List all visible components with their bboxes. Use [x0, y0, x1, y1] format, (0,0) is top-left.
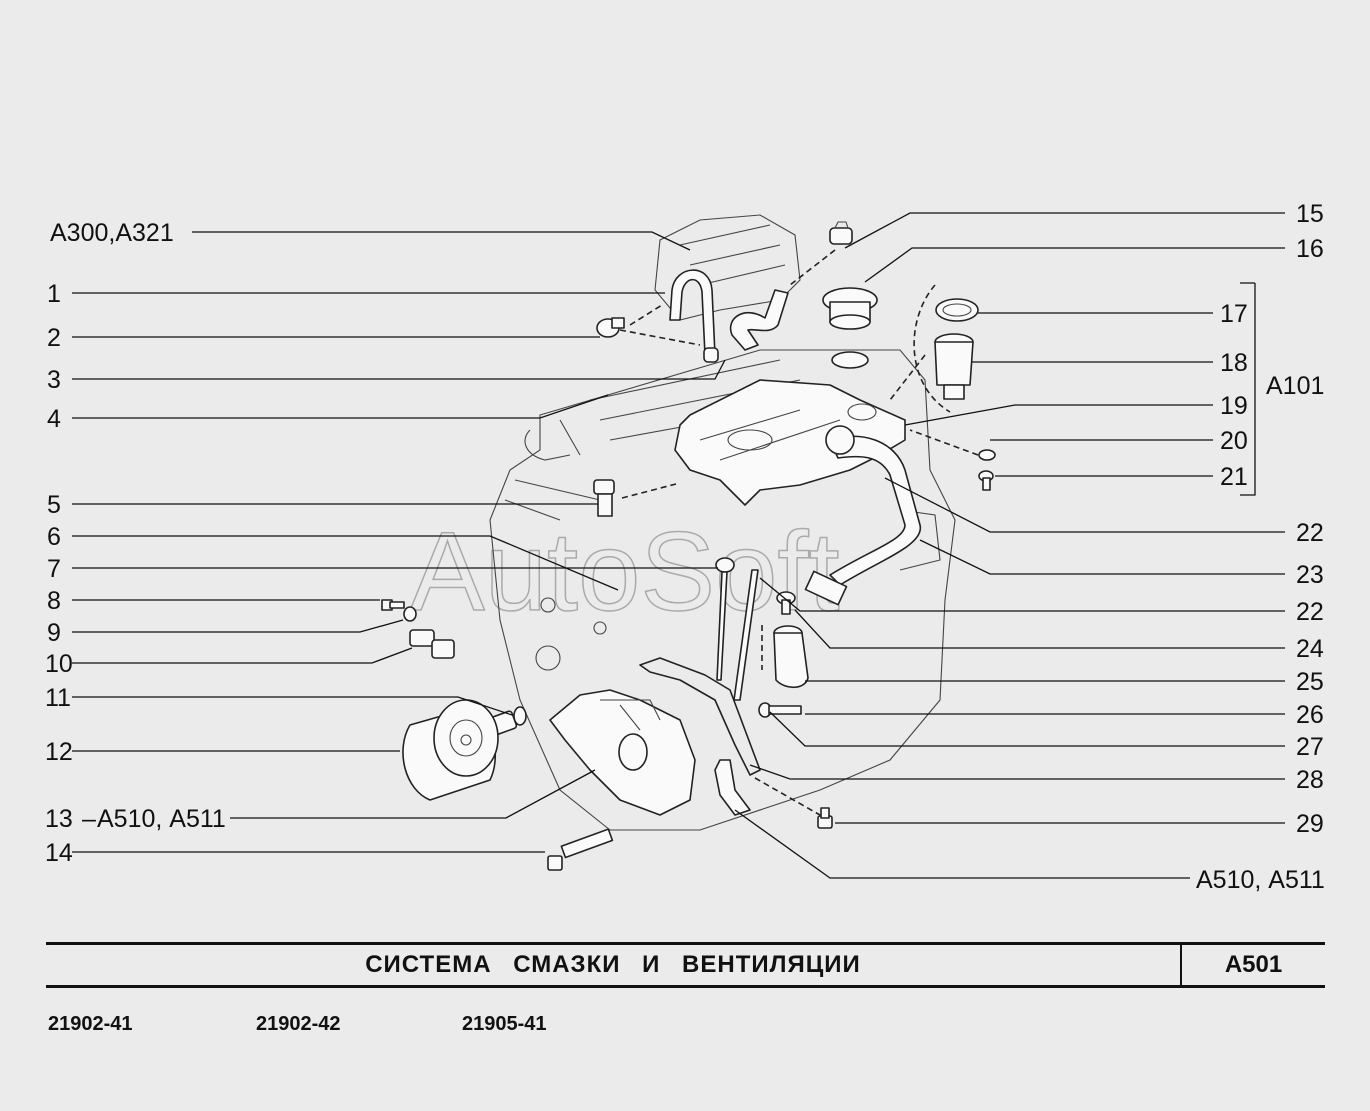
callout-23: 23 [1296, 561, 1324, 589]
oil-intake-pipe [714, 759, 751, 816]
callout-18: 18 [1220, 349, 1248, 377]
callout-24: 24 [1296, 635, 1324, 663]
callout-22b: 22 [1296, 598, 1324, 626]
model-code-3: 21905-41 [462, 1013, 547, 1035]
dipstick-tube-6 [733, 569, 759, 701]
bolt-14 [547, 828, 614, 871]
callout-a300-a321: А300,А321 [50, 219, 174, 247]
page-code: А501 [1224, 951, 1283, 978]
clamp-15 [829, 221, 853, 245]
callout-26: 26 [1296, 701, 1324, 729]
callout-a510-a511-left: А510, А511 [97, 805, 226, 833]
group-bracket-a101 [913, 284, 951, 413]
filler-insert-18 [934, 333, 974, 400]
callout-17: 17 [1220, 300, 1248, 328]
callout-15: 15 [1296, 200, 1324, 228]
watermark: AutoSoft [410, 509, 840, 634]
callout-12: 12 [45, 738, 73, 766]
callout-14: 14 [45, 839, 73, 867]
hose-15 [729, 289, 789, 351]
svg-text:–: – [82, 805, 96, 833]
clamp-2 [596, 317, 625, 338]
callout-25: 25 [1296, 668, 1324, 696]
clamp-22 [804, 570, 848, 606]
hose-1 [669, 269, 716, 356]
oil-pressure-sensor-5 [593, 479, 615, 517]
fitting-3 [703, 347, 719, 363]
callout-1: 1 [47, 280, 61, 308]
title-bar: СИСТЕМА СМАЗКИ И ВЕНТИЛЯЦИИ А501 [46, 942, 1325, 988]
oil-filter-12 [402, 699, 499, 801]
callout-28: 28 [1296, 766, 1324, 794]
engine-block-outline [489, 214, 956, 831]
callout-27: 27 [1296, 733, 1324, 761]
callout-16: 16 [1296, 235, 1324, 263]
oil-dipstick-7 [715, 557, 735, 681]
bolt-26 [758, 702, 802, 718]
leader-lines [72, 212, 1285, 879]
callout-19: 19 [1220, 392, 1248, 420]
oil-pump-13 [549, 689, 696, 816]
callout-11: 11 [45, 684, 71, 712]
callout-21: 21 [1220, 463, 1248, 491]
model-code-2: 21902-42 [256, 1013, 341, 1035]
sensor-10 [409, 629, 455, 659]
pipe-25 [773, 625, 809, 689]
callout-4: 4 [47, 405, 61, 433]
callout-5: 5 [47, 491, 61, 519]
callout-6: 6 [47, 523, 61, 551]
bolt-29 [817, 807, 833, 829]
oil-filler-cap-16 [822, 287, 878, 369]
callout-a510-a511-right: А510, А511 [1196, 866, 1325, 894]
assembly-arrows [619, 249, 979, 816]
callout-8: 8 [47, 587, 61, 615]
gasket-28 [639, 657, 761, 776]
callout-29: 29 [1296, 810, 1324, 838]
callout-2: 2 [47, 324, 61, 352]
model-code-1: 21902-41 [48, 1013, 133, 1035]
callout-13: 13 [45, 805, 73, 833]
bolt-8 [381, 599, 405, 611]
page-title: СИСТЕМА СМАЗКИ И ВЕНТИЛЯЦИИ [365, 951, 861, 978]
callout-9: 9 [47, 619, 61, 647]
callout-22a: 22 [1296, 519, 1324, 547]
seal-ring-17 [935, 298, 979, 322]
callout-10: 10 [45, 650, 73, 678]
callout-7: 7 [47, 555, 61, 583]
screw-21 [978, 470, 994, 491]
callout-3: 3 [47, 366, 61, 394]
callout-labels: А300,А321 1 2 3 4 5 6 7 8 9 10 11 12 13 … [45, 200, 1325, 894]
callout-20: 20 [1220, 427, 1248, 455]
title-divider [1180, 945, 1182, 985]
washer-9 [403, 606, 417, 622]
callout-a101: А101 [1266, 372, 1324, 400]
washer-20 [978, 449, 996, 461]
